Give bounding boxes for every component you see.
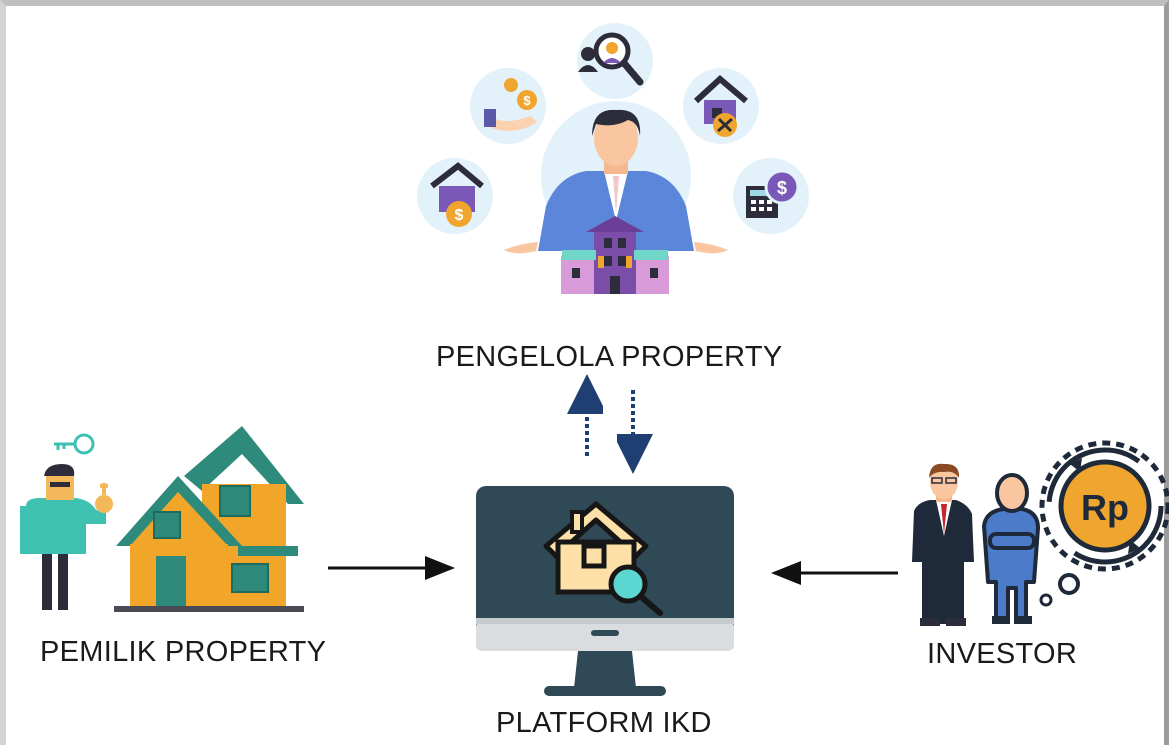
owner-label: PEMILIK PROPERTY — [40, 636, 327, 668]
house-search-icon — [543, 501, 663, 616]
money-cycle-icon: Rp — [1039, 440, 1169, 572]
calculator-dollar-icon: $ — [733, 158, 809, 234]
currency-badge-text: Rp — [1081, 487, 1129, 528]
hand-coins-icon: $ — [470, 68, 546, 144]
businessman-icon — [912, 463, 974, 626]
people-search-icon — [577, 23, 653, 99]
manager-person-icon — [504, 109, 728, 254]
svg-text:$: $ — [455, 207, 464, 224]
house-gear-dollar-icon: $ — [417, 158, 493, 234]
key-icon — [54, 433, 95, 455]
person-icon — [982, 473, 1040, 624]
svg-text:$: $ — [777, 178, 787, 198]
platform-label: PLATFORM IKD — [496, 707, 712, 739]
person-holding-key-icon — [20, 464, 113, 610]
svg-text:$: $ — [523, 93, 531, 108]
owner-node — [20, 426, 304, 612]
diagram-illustration: $ $ — [20, 23, 1169, 696]
house-repair-icon — [683, 68, 759, 144]
apartment-building-icon — [561, 216, 669, 294]
thought-bubble-icon — [1039, 573, 1080, 607]
manager-label: PENGELOLA PROPERTY — [436, 341, 783, 373]
manager-node: $ $ — [417, 23, 809, 294]
platform-node — [476, 486, 734, 696]
house-icon — [114, 426, 304, 612]
investor-node: Rp — [912, 440, 1169, 626]
investor-label: INVESTOR — [927, 638, 1078, 670]
